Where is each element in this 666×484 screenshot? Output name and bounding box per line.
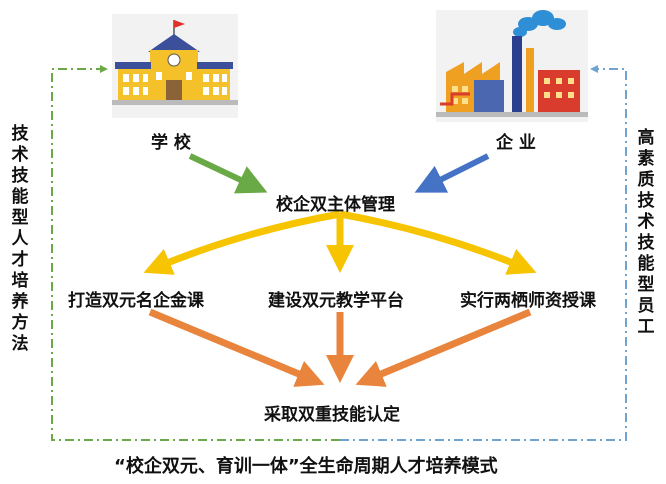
school-building-icon <box>112 14 238 118</box>
platform-node: 建设双元教学平台 <box>268 291 404 311</box>
factory-icon <box>436 10 588 122</box>
left-side-label: 技术技能型人才培养方法 <box>11 124 29 354</box>
dashed-loop-blue <box>340 65 627 441</box>
arrow-course1-to-certification <box>148 308 325 387</box>
diagram-caption: “校企双元、育训一体”全生命周期人才培养模式 <box>114 456 498 477</box>
right-side-label: 高素质技术技能型员工 <box>637 128 655 337</box>
arrow-course2-to-certification <box>355 308 532 387</box>
arrow-school-to-management <box>188 153 268 194</box>
arrow-enterprise-to-management <box>414 153 490 193</box>
arrow-management-to-course1 <box>143 210 341 275</box>
school-label: 学 校 <box>151 133 191 153</box>
certification-node: 采取双重技能认定 <box>264 405 400 425</box>
dashed-loop-green <box>51 65 340 441</box>
enterprise-label: 企 业 <box>496 133 536 153</box>
course1-node: 打造双元名企金课 <box>68 291 204 311</box>
management-node: 校企双主体管理 <box>276 195 395 215</box>
arrow-management-to-course2 <box>339 210 537 275</box>
course2-node: 实行两栖师资授课 <box>460 291 596 311</box>
